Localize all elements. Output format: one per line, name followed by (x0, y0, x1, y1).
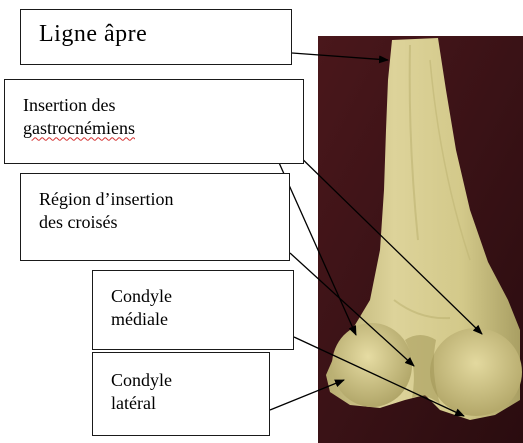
label-insertion-croises: Région d’insertion des croisés (20, 173, 290, 261)
label-gastro-line2: gastrocnémiens (23, 117, 303, 140)
medial-condyle (332, 323, 412, 407)
label-ligne-apre: Ligne âpre (20, 9, 292, 65)
label-lateral-line1: Condyle (111, 369, 269, 392)
label-lateral-line2: latéral (111, 392, 269, 415)
label-croises-line2: des croisés (39, 211, 289, 234)
label-condyle-medial: Condyle médiale (92, 270, 294, 350)
label-medial-line1: Condyle (111, 285, 293, 308)
label-insertion-gastrocnemiens: Insertion des gastrocnémiens (4, 79, 304, 164)
label-gastro-line1: Insertion des (23, 94, 303, 117)
lateral-condyle (430, 328, 522, 416)
label-condyle-lateral: Condyle latéral (92, 352, 270, 436)
label-ligne-apre-text: Ligne âpre (39, 19, 291, 49)
label-medial-line2: médiale (111, 308, 293, 331)
label-croises-line1: Région d’insertion (39, 188, 289, 211)
